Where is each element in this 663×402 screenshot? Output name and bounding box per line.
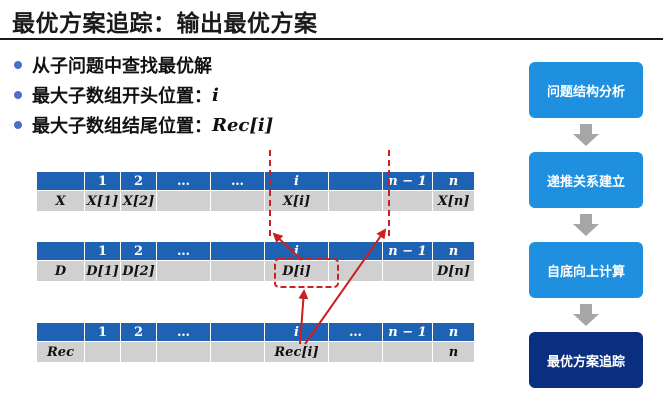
header-cell: n — [432, 322, 475, 342]
flow-step-trace: 最优方案追踪 — [529, 332, 643, 388]
flow-step-recurrence: 递推关系建立 — [529, 152, 643, 208]
value-cell — [156, 341, 211, 363]
table-row: X X[1] X[2] X[i] X[n] — [36, 190, 475, 212]
value-cell — [156, 190, 211, 212]
bullet-item: 最大子数组开头位置： i — [14, 80, 273, 110]
value-cell — [84, 341, 121, 363]
bullet-item: 从子问题中查找最优解 — [14, 50, 273, 80]
highlight-box — [274, 258, 339, 288]
array-x-table: 1 2 … … i n − 1 n X X[1] X[2] X[i] X[n] — [36, 171, 475, 212]
value-cell — [120, 341, 157, 363]
header-cell: n − 1 — [382, 322, 433, 342]
down-arrow-icon — [573, 124, 599, 146]
value-cell: X[2] — [120, 190, 157, 212]
table-row: Rec Rec[i] n — [36, 341, 475, 363]
value-cell: D[i] — [264, 260, 329, 282]
value-cell — [210, 260, 265, 282]
bullet-dot-icon — [14, 91, 22, 99]
value-cell — [328, 341, 383, 363]
value-cell: D[1] — [84, 260, 121, 282]
table-row: D D[1] D[2] D[i] D[n] — [36, 260, 475, 282]
value-cell: D[n] — [432, 260, 475, 282]
header-cell: … — [156, 322, 211, 342]
value-cell: X — [36, 190, 85, 212]
header-cell: … — [328, 322, 383, 342]
array-d-table: 1 2 … i n − 1 n D D[1] D[2] D[i] D[n] — [36, 241, 475, 282]
value-cell: D — [36, 260, 85, 282]
table-header-row: 1 2 … i … n − 1 n — [36, 322, 475, 342]
header-cell — [36, 241, 85, 261]
value-cell: n — [432, 341, 475, 363]
arrow-trace-up — [298, 289, 309, 345]
array-rec-table: 1 2 … i … n − 1 n Rec Rec[i] n — [36, 322, 475, 363]
bullet-text: 最大子数组开头位置： — [32, 86, 212, 107]
bullet-text: 最大子数组结尾位置： — [32, 116, 212, 137]
value-cell — [382, 190, 433, 212]
header-cell: n − 1 — [382, 241, 433, 261]
header-cell: n — [432, 171, 475, 191]
value-cell — [382, 260, 433, 282]
value-cell: X[i] — [264, 190, 329, 212]
value-cell — [210, 341, 265, 363]
value-cell — [328, 190, 383, 212]
table-header-row: 1 2 … i n − 1 n — [36, 241, 475, 261]
page-title: 最优方案追踪：输出最优方案 — [12, 11, 318, 37]
bullet-dot-icon — [14, 121, 22, 129]
value-cell: Rec — [36, 341, 85, 363]
title-divider — [0, 38, 663, 40]
bullet-list: 从子问题中查找最优解 最大子数组开头位置： i 最大子数组结尾位置： Rec[i… — [14, 50, 273, 140]
down-arrow-icon — [573, 214, 599, 236]
header-cell: 2 — [120, 171, 157, 191]
bullet-dot-icon — [14, 61, 22, 69]
header-cell: … — [156, 241, 211, 261]
header-cell: 1 — [84, 322, 121, 342]
header-cell — [36, 322, 85, 342]
arrow-to-start — [272, 232, 303, 261]
header-cell: … — [156, 171, 211, 191]
value-cell — [382, 341, 433, 363]
header-cell: i — [264, 241, 329, 261]
header-cell — [328, 171, 383, 191]
arrow-to-end — [304, 228, 387, 345]
bullet-math: i — [212, 84, 219, 106]
header-cell: … — [210, 171, 265, 191]
header-cell: 2 — [120, 322, 157, 342]
flow-step-analysis: 问题结构分析 — [529, 62, 643, 118]
value-cell: X[n] — [432, 190, 475, 212]
bullet-text: 从子问题中查找最优解 — [32, 56, 212, 77]
header-cell: 2 — [120, 241, 157, 261]
down-arrow-icon — [573, 304, 599, 326]
flow-step-bottom-up: 自底向上计算 — [529, 242, 643, 298]
bullet-item: 最大子数组结尾位置： Rec[i] — [14, 110, 273, 140]
header-cell: n — [432, 241, 475, 261]
value-cell: D[2] — [120, 260, 157, 282]
value-cell: X[1] — [84, 190, 121, 212]
bullet-math: Rec[i] — [212, 114, 274, 136]
value-cell — [156, 260, 211, 282]
table-header-row: 1 2 … … i n − 1 n — [36, 171, 475, 191]
header-cell — [210, 241, 265, 261]
